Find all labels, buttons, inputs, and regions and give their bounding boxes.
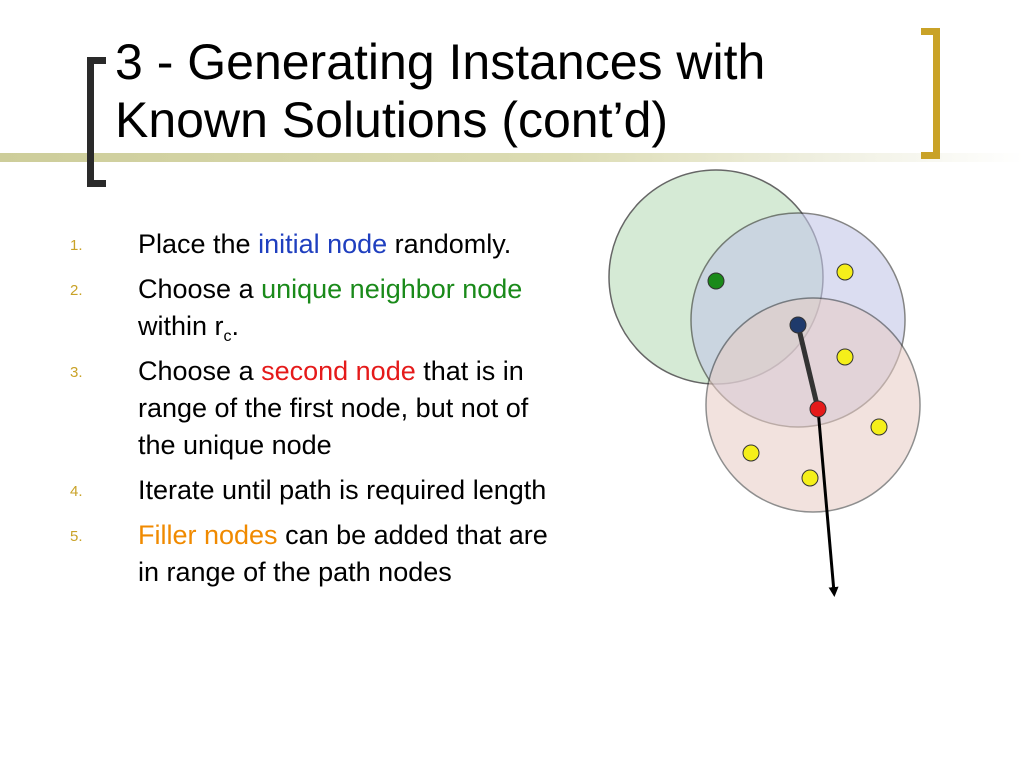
step-number: 3.	[70, 364, 83, 381]
filler-node	[801, 469, 819, 487]
path-arrow	[816, 408, 839, 597]
step-item: 3. Choose a second node that is in range…	[70, 353, 570, 464]
step-number: 4.	[70, 483, 83, 500]
filler-node	[742, 444, 760, 462]
step-text: can be added that are in range of the pa…	[138, 520, 548, 587]
step-text: Choose a	[138, 356, 262, 386]
left-bracket-decoration	[87, 57, 106, 187]
slide-title-line-2: Known Solutions (cont’d)	[115, 92, 669, 148]
step-item: 4. Iterate until path is required length	[70, 472, 570, 509]
filler-node	[870, 418, 888, 436]
unique-neighbor-node	[789, 316, 807, 334]
step-text: Iterate until path is required length	[138, 475, 547, 505]
step-text: that is in range of the first node, but …	[138, 356, 529, 460]
step-item: 1. Place the initial node randomly.	[70, 226, 570, 263]
title-underline-decoration	[0, 153, 1024, 162]
step-text: Place the	[138, 229, 259, 259]
second-node	[809, 400, 827, 418]
steps-list: 1. Place the initial node randomly. 2. C…	[70, 226, 570, 599]
slide-title-line-1: 3 - Generating Instances with	[115, 34, 766, 90]
step-number: 5.	[70, 528, 83, 545]
step-highlight: unique neighbor node	[261, 274, 523, 304]
step-text: .	[231, 311, 240, 341]
step-text: randomly.	[387, 229, 512, 259]
filler-node	[836, 263, 854, 281]
step-text: within r	[138, 311, 224, 341]
step-highlight: second node	[261, 356, 416, 386]
initial-node	[707, 272, 725, 290]
step-item: 2. Choose a unique neighbor node within …	[70, 271, 570, 345]
step-highlight: Filler nodes	[138, 520, 278, 550]
slide-title: 3 - Generating Instances with Known Solu…	[115, 33, 915, 149]
step-item: 5. Filler nodes can be added that are in…	[70, 517, 570, 591]
filler-node	[836, 348, 854, 366]
step-number: 1.	[70, 237, 83, 254]
step-highlight: initial node	[258, 229, 388, 259]
path-line-neighbor-to-second	[795, 324, 821, 410]
step-number: 2.	[70, 282, 83, 299]
step-text: Choose a	[138, 274, 262, 304]
step-subscript: c	[223, 328, 232, 345]
right-bracket-decoration	[921, 28, 940, 159]
